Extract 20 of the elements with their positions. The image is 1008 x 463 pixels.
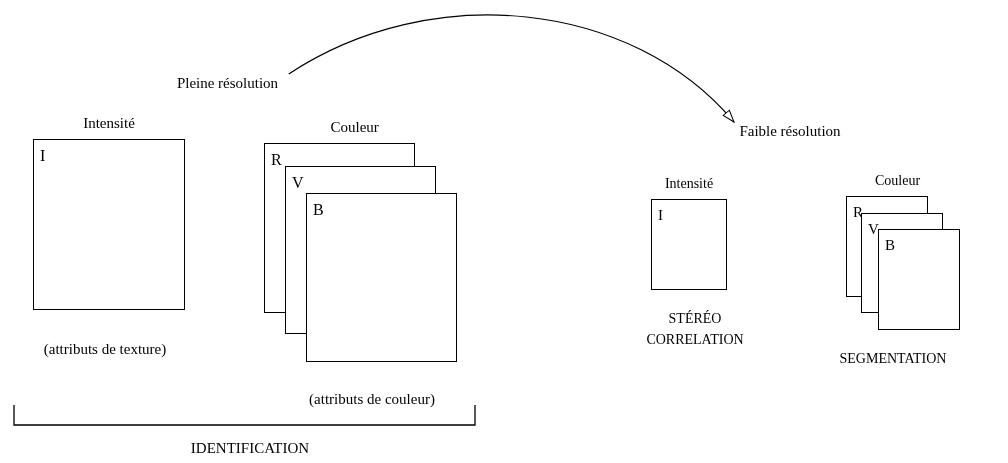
- channel-letter: B: [885, 237, 895, 253]
- image-heading: Intensité: [664, 175, 714, 193]
- group-label: IDENTIFICATION: [190, 440, 310, 456]
- caption-text: STÉRÉO CORRELATION: [646, 311, 744, 347]
- image-heading: Couleur: [875, 172, 921, 190]
- image-heading: Intensité: [83, 114, 135, 133]
- channel-letter: V: [868, 221, 879, 237]
- image-heading: Couleur: [330, 118, 379, 137]
- channel-letter: I: [658, 207, 663, 223]
- curved-arrow: [288, 14, 735, 123]
- channel-letter: R: [853, 204, 863, 220]
- stage-heading: Faible résolution: [738, 122, 842, 141]
- caption-text: SEGMENTATION: [839, 351, 947, 366]
- channel-letter: B: [313, 201, 324, 218]
- channel-letter: R: [271, 151, 282, 168]
- caption-text: (attributs de couleur): [309, 391, 435, 407]
- stage-heading: Pleine résolution: [175, 74, 280, 93]
- caption-text: (attributs de texture): [43, 341, 167, 357]
- channel-letter: I: [40, 147, 46, 164]
- channel-letter: V: [292, 174, 304, 191]
